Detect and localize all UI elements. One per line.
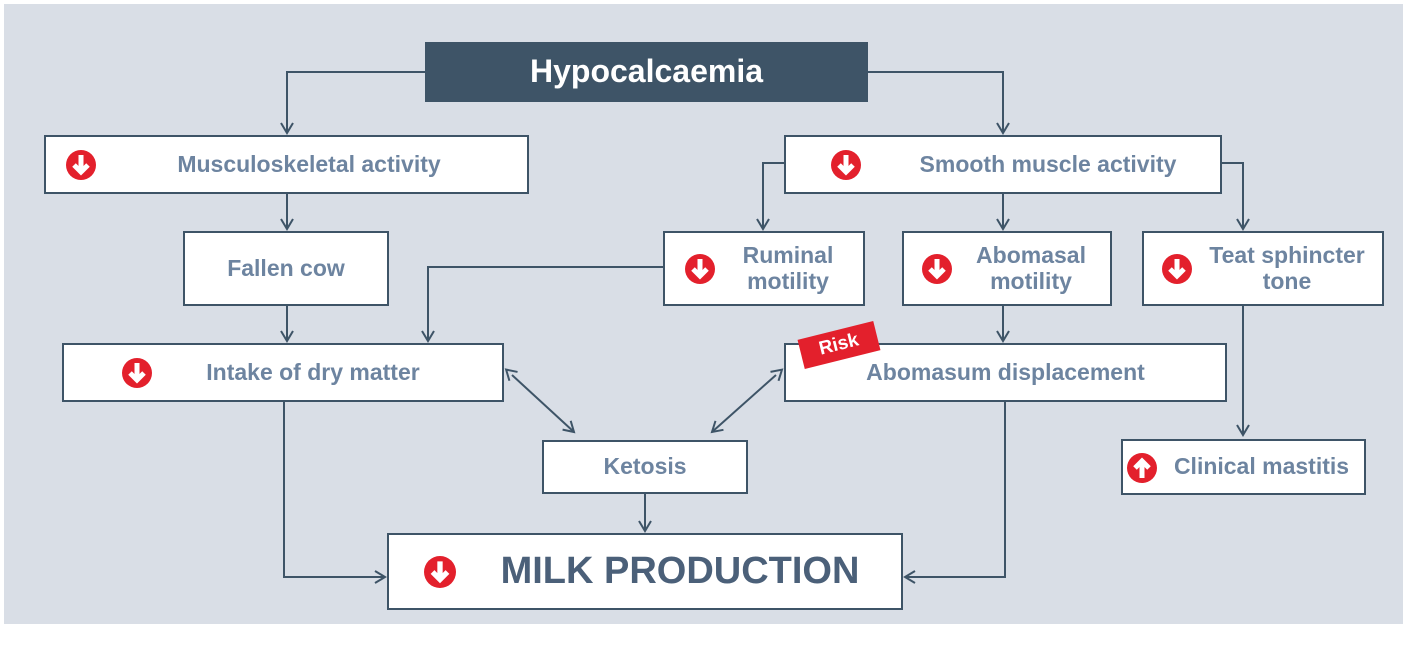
- node-label: Ruminal motility: [742, 242, 834, 294]
- node-teat-sphincter: Teat sphincter tone: [1142, 231, 1384, 306]
- diagram-canvas: [4, 4, 1403, 624]
- node-smooth-muscle: Smooth muscle activity: [784, 135, 1222, 194]
- arrow-intake-to-milk: [283, 402, 387, 584]
- node-fallen-cow: Fallen cow: [183, 231, 389, 306]
- down-arrow-icon: [831, 150, 861, 180]
- node-label: Fallen cow: [227, 254, 345, 281]
- node-label: Abomasal motility: [976, 242, 1086, 294]
- node-label: Ketosis: [603, 453, 687, 480]
- title-hypocalcaemia: Hypocalcaemia: [425, 42, 868, 102]
- arrow-smooth-to-ruminal: [756, 162, 784, 231]
- arrow-abomasum-ketosis: [710, 368, 784, 434]
- arrow-abomasum-to-milk: [903, 402, 1006, 584]
- arrow-ruminal-to-intake: [421, 266, 663, 343]
- node-milk-production: MILK PRODUCTION: [387, 533, 903, 610]
- down-arrow-icon: [685, 254, 715, 284]
- down-arrow-icon: [122, 358, 152, 388]
- node-clinical-mastitis: Clinical mastitis: [1121, 439, 1366, 495]
- node-intake-dry-matter: Intake of dry matter: [62, 343, 504, 402]
- node-ketosis: Ketosis: [542, 440, 748, 494]
- node-label: MILK PRODUCTION: [500, 549, 860, 592]
- arrow-hypo-to-musculoskeletal: [280, 71, 425, 135]
- node-label: Smooth muscle activity: [919, 150, 1177, 177]
- arrow-hypo-to-smooth: [868, 71, 1010, 135]
- down-arrow-icon: [1162, 254, 1192, 284]
- node-label: Intake of dry matter: [206, 358, 420, 385]
- down-arrow-icon: [922, 254, 952, 284]
- node-label: Abomasum displacement: [866, 358, 1145, 385]
- node-musculoskeletal: Musculoskeletal activity: [44, 135, 529, 194]
- node-label: Teat sphincter tone: [1209, 242, 1365, 294]
- node-label: Clinical mastitis: [1173, 453, 1350, 480]
- node-abomasal-motility: Abomasal motility: [902, 231, 1112, 306]
- title-label: Hypocalcaemia: [529, 53, 763, 90]
- down-arrow-icon: [66, 150, 96, 180]
- node-label: Musculoskeletal activity: [177, 150, 441, 177]
- arrow-smooth-to-teat: [1222, 162, 1250, 231]
- down-arrow-icon: [424, 556, 456, 588]
- node-ruminal-motility: Ruminal motility: [663, 231, 865, 306]
- up-arrow-icon: [1127, 453, 1157, 483]
- arrow-intake-ketosis: [504, 368, 576, 434]
